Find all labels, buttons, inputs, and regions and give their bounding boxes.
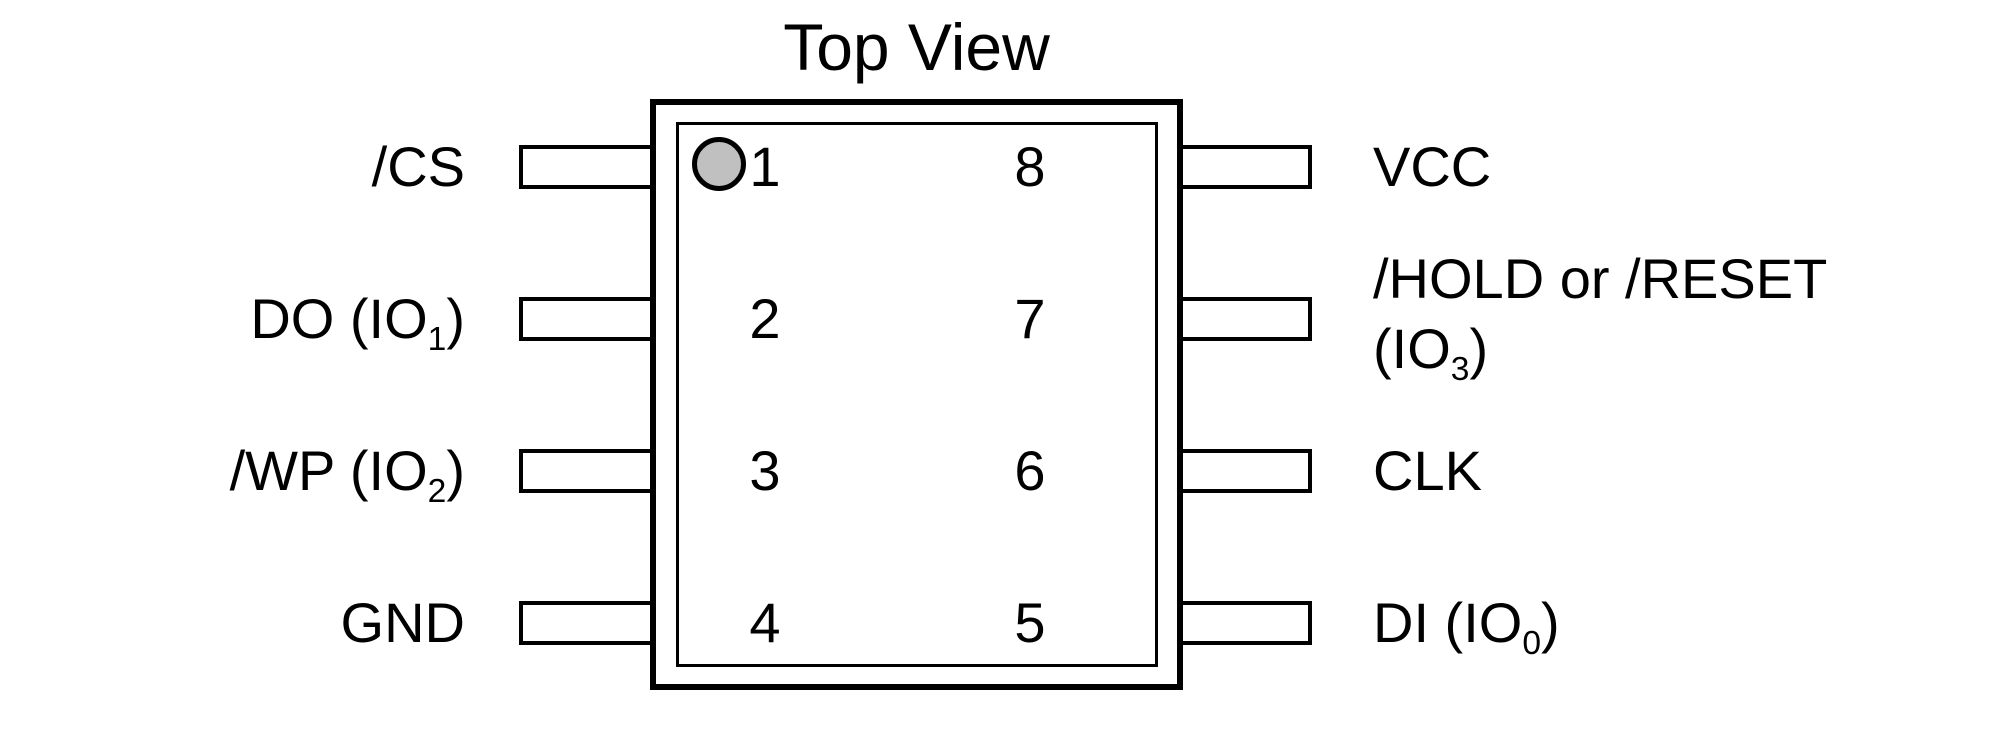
pin-2-label-text: DO (IO xyxy=(250,287,428,350)
pin-5-number: 5 xyxy=(1014,591,1046,654)
pin-3-number: 3 xyxy=(749,439,781,502)
pin-3-label-text: /WP (IO xyxy=(229,439,428,502)
pin-2-label-close: ) xyxy=(446,287,465,350)
pin-7-label-line1: /HOLD or /RESET xyxy=(1373,247,1828,310)
pin-3-lead xyxy=(519,449,659,493)
pin-4-label-text: GND xyxy=(340,591,465,654)
pin-6-lead xyxy=(1174,449,1312,493)
pin-4-label-gnd: GND xyxy=(341,588,465,658)
pin-3-label-close: ) xyxy=(446,439,465,502)
pin-7-label-line2: (IO3) xyxy=(1373,314,1827,386)
diagram-title: Top View xyxy=(783,10,1050,84)
pin-5-label-subscript: 0 xyxy=(1522,625,1542,663)
pin-6-number: 6 xyxy=(1014,439,1046,502)
pin-5-label-text: DI (IO xyxy=(1373,591,1523,654)
pin-7-label-line2-text: (IO xyxy=(1373,317,1451,380)
pin-7-number: 7 xyxy=(1014,287,1046,350)
pin-4-lead xyxy=(519,601,659,645)
pin-8-number: 8 xyxy=(1014,135,1046,198)
pin-2-lead xyxy=(519,297,659,341)
pin-2-number: 2 xyxy=(749,287,781,350)
pin-8-label-text: VCC xyxy=(1373,135,1492,198)
pin-1-label-cs: /CS xyxy=(372,132,465,202)
pin-7-label-hold-reset: /HOLD or /RESET (IO3) xyxy=(1373,244,1828,386)
chip-package-outline xyxy=(650,99,1183,690)
pin-7-label-subscript: 3 xyxy=(1450,351,1470,389)
pin-1-label-text: /CS xyxy=(371,135,465,198)
pin-3-label-wp: /WP (IO2) xyxy=(229,436,465,508)
pin-6-label-clk: CLK xyxy=(1373,436,1482,506)
pin-8-lead xyxy=(1174,145,1312,189)
pin-7-lead xyxy=(1174,297,1312,341)
pin-2-label-do: DO (IO1) xyxy=(250,284,465,356)
pin-6-label-text: CLK xyxy=(1373,439,1482,502)
pin-1-number: 1 xyxy=(749,135,781,198)
pin-5-lead xyxy=(1174,601,1312,645)
pin-1-lead xyxy=(519,145,659,189)
pin-2-label-subscript: 1 xyxy=(427,321,447,359)
pin-3-label-subscript: 2 xyxy=(427,473,447,511)
pin-4-number: 4 xyxy=(749,591,781,654)
pin1-indicator-dot xyxy=(692,137,746,191)
pin-5-label-close: ) xyxy=(1541,591,1560,654)
chip-package-inner-outline xyxy=(676,122,1158,667)
pin-8-label-vcc: VCC xyxy=(1373,132,1491,202)
pin-5-label-di: DI (IO0) xyxy=(1373,588,1560,660)
pin-7-label-line2-close: ) xyxy=(1469,317,1489,380)
